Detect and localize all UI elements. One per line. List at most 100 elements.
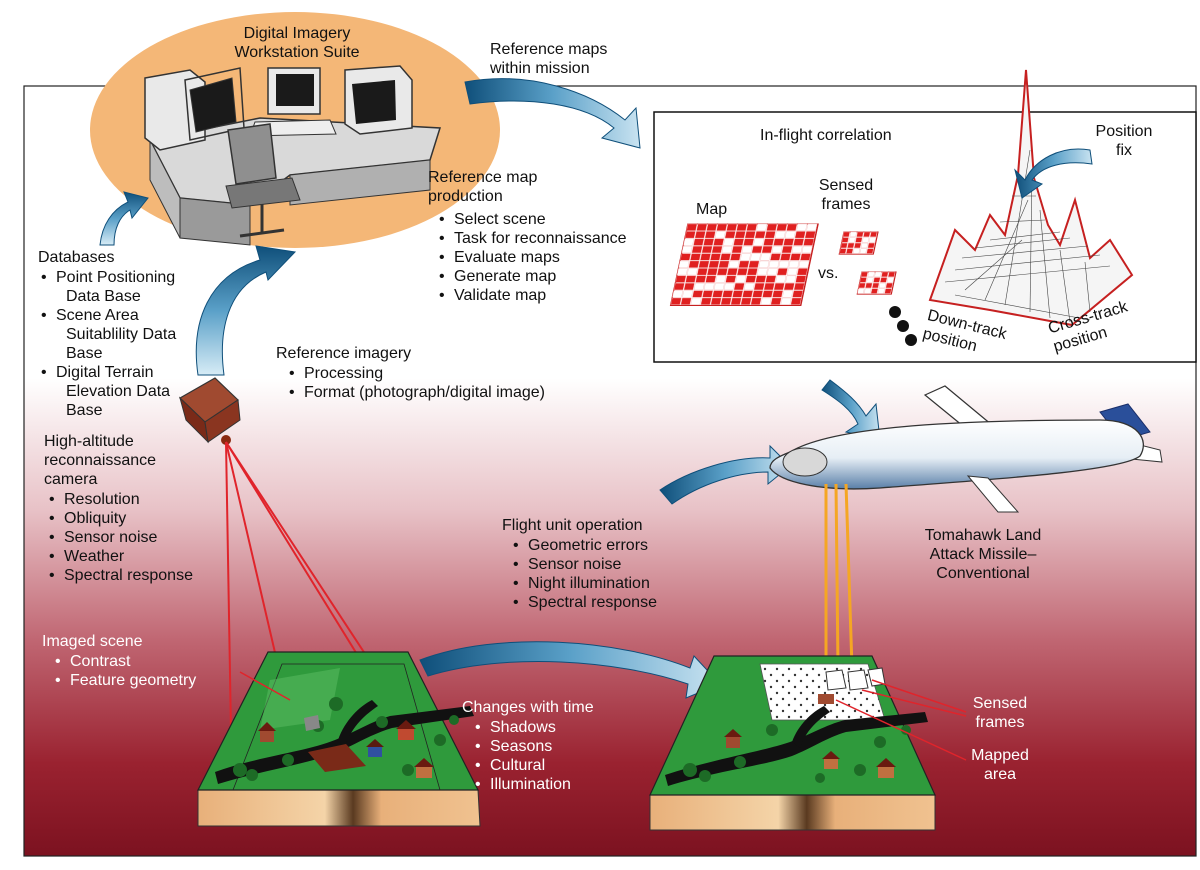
grid-cell [731,246,743,254]
grid-cell [686,223,698,231]
map-label: Map [696,201,728,218]
grid-cell [868,237,877,243]
grid-cell [806,223,818,231]
sensed-frames-terrain-line2: frames [975,714,1025,731]
missile-label: Tomahawk Land Attack Missile– Convention… [918,526,1048,583]
grid-cell [696,223,708,231]
changes-title: Changes with time [462,699,594,716]
grid-cell [685,275,697,283]
grid-cell [763,283,775,291]
grid-cell [700,297,712,305]
grid-cell [840,242,848,249]
grid-cell [858,282,866,289]
grid-cell [781,246,793,254]
grid-cell [690,253,701,261]
grid-cell [670,297,682,305]
missile-label-line2: Attack Missile– [929,546,1037,563]
changes-list: Shadows Seasons Cultural Illumination [470,718,571,794]
grid-cell [754,231,766,239]
grid-cell [730,253,741,261]
grid-cell [774,231,786,239]
ref-map-production-list: Select scene Task for reconnaissance Eva… [434,210,627,305]
ref-map-production-title2: production [428,188,503,205]
ellipsis-dot [905,334,917,346]
grid-cell [684,231,696,239]
grid-cell [784,231,796,239]
reference-imagery-list: Processing Format (photograph/digital im… [284,364,545,402]
grid-cell [716,223,728,231]
grid-cell [741,246,753,254]
grid-cell [704,231,716,239]
grid-cell [887,271,896,277]
grid-cell [738,260,750,268]
grid-cell [874,271,882,277]
grid-cell [791,246,803,254]
grid-cell [795,275,807,283]
grid-cell [743,238,755,246]
grid-cell [860,242,869,249]
imaged-scene-list: Contrast Feature geometry [50,652,196,690]
grid-cell [681,246,693,254]
list-item: Task for reconnaissance [434,229,627,248]
grid-cell [702,290,714,298]
grid-cell [790,253,801,261]
grid-cell [726,223,738,231]
grid-cell [683,283,695,291]
grid-cell [773,238,785,246]
list-item-cont: Suitablility Data [66,326,177,343]
list-item: Contrast [50,652,196,671]
grid-cell [766,223,778,231]
grid-cell [683,238,695,246]
list-item: Scene Area [36,306,176,325]
grid-cell [842,231,851,237]
grid-cell [705,275,717,283]
grid-cell [688,260,700,268]
list-item: Digital Terrain [36,363,176,382]
arrow-camera-to-workstation [195,245,297,376]
grid-cell [712,290,724,298]
grid-cell [672,290,684,298]
grid-cell [760,253,771,261]
databases-list: Point Positioning Data Base Scene Area S… [36,268,176,420]
ellipsis-dot [889,306,901,318]
grid-cell [792,290,804,298]
camera-title-line3: camera [44,471,98,488]
grid-cell [871,282,880,289]
list-item: Cultural [470,756,571,775]
grid-cell [750,297,762,305]
grid-cell [680,297,692,305]
grid-cell [718,260,730,268]
grid-cell [780,253,791,261]
grid-cell [786,268,798,276]
grid-cell [796,223,808,231]
grid-cell [695,275,707,283]
vs-label: vs. [818,265,839,282]
grid-cell [770,297,782,305]
grid-cell [860,271,869,277]
grid-cell [730,297,742,305]
grid-cell [853,242,862,249]
position-fix-label: Position fix [1084,122,1164,160]
grid-cell [780,297,792,305]
grid-cell [706,268,718,276]
grid-cell [721,246,733,254]
grid-cell [713,283,725,291]
grid-cell [706,223,718,231]
grid-cell [744,231,756,239]
grid-cell [776,268,788,276]
camera-list: Resolution Obliquity Sensor noise Weathe… [44,490,193,585]
grid-cell [720,297,732,305]
grid-cell [708,260,720,268]
list-item: Processing [284,364,545,383]
grid-cell [740,297,752,305]
list-item: Generate map [434,267,627,286]
arrow-databases [99,191,149,246]
sensed-frames-line1: Sensed [818,177,874,194]
sensed-frame-1 [838,231,879,255]
ref-map-production: Reference map production [428,168,537,206]
grid-cell [803,238,815,246]
grid-cell [863,231,871,237]
grid-cell [870,288,879,294]
sensed-frames-line2: frames [821,196,871,213]
